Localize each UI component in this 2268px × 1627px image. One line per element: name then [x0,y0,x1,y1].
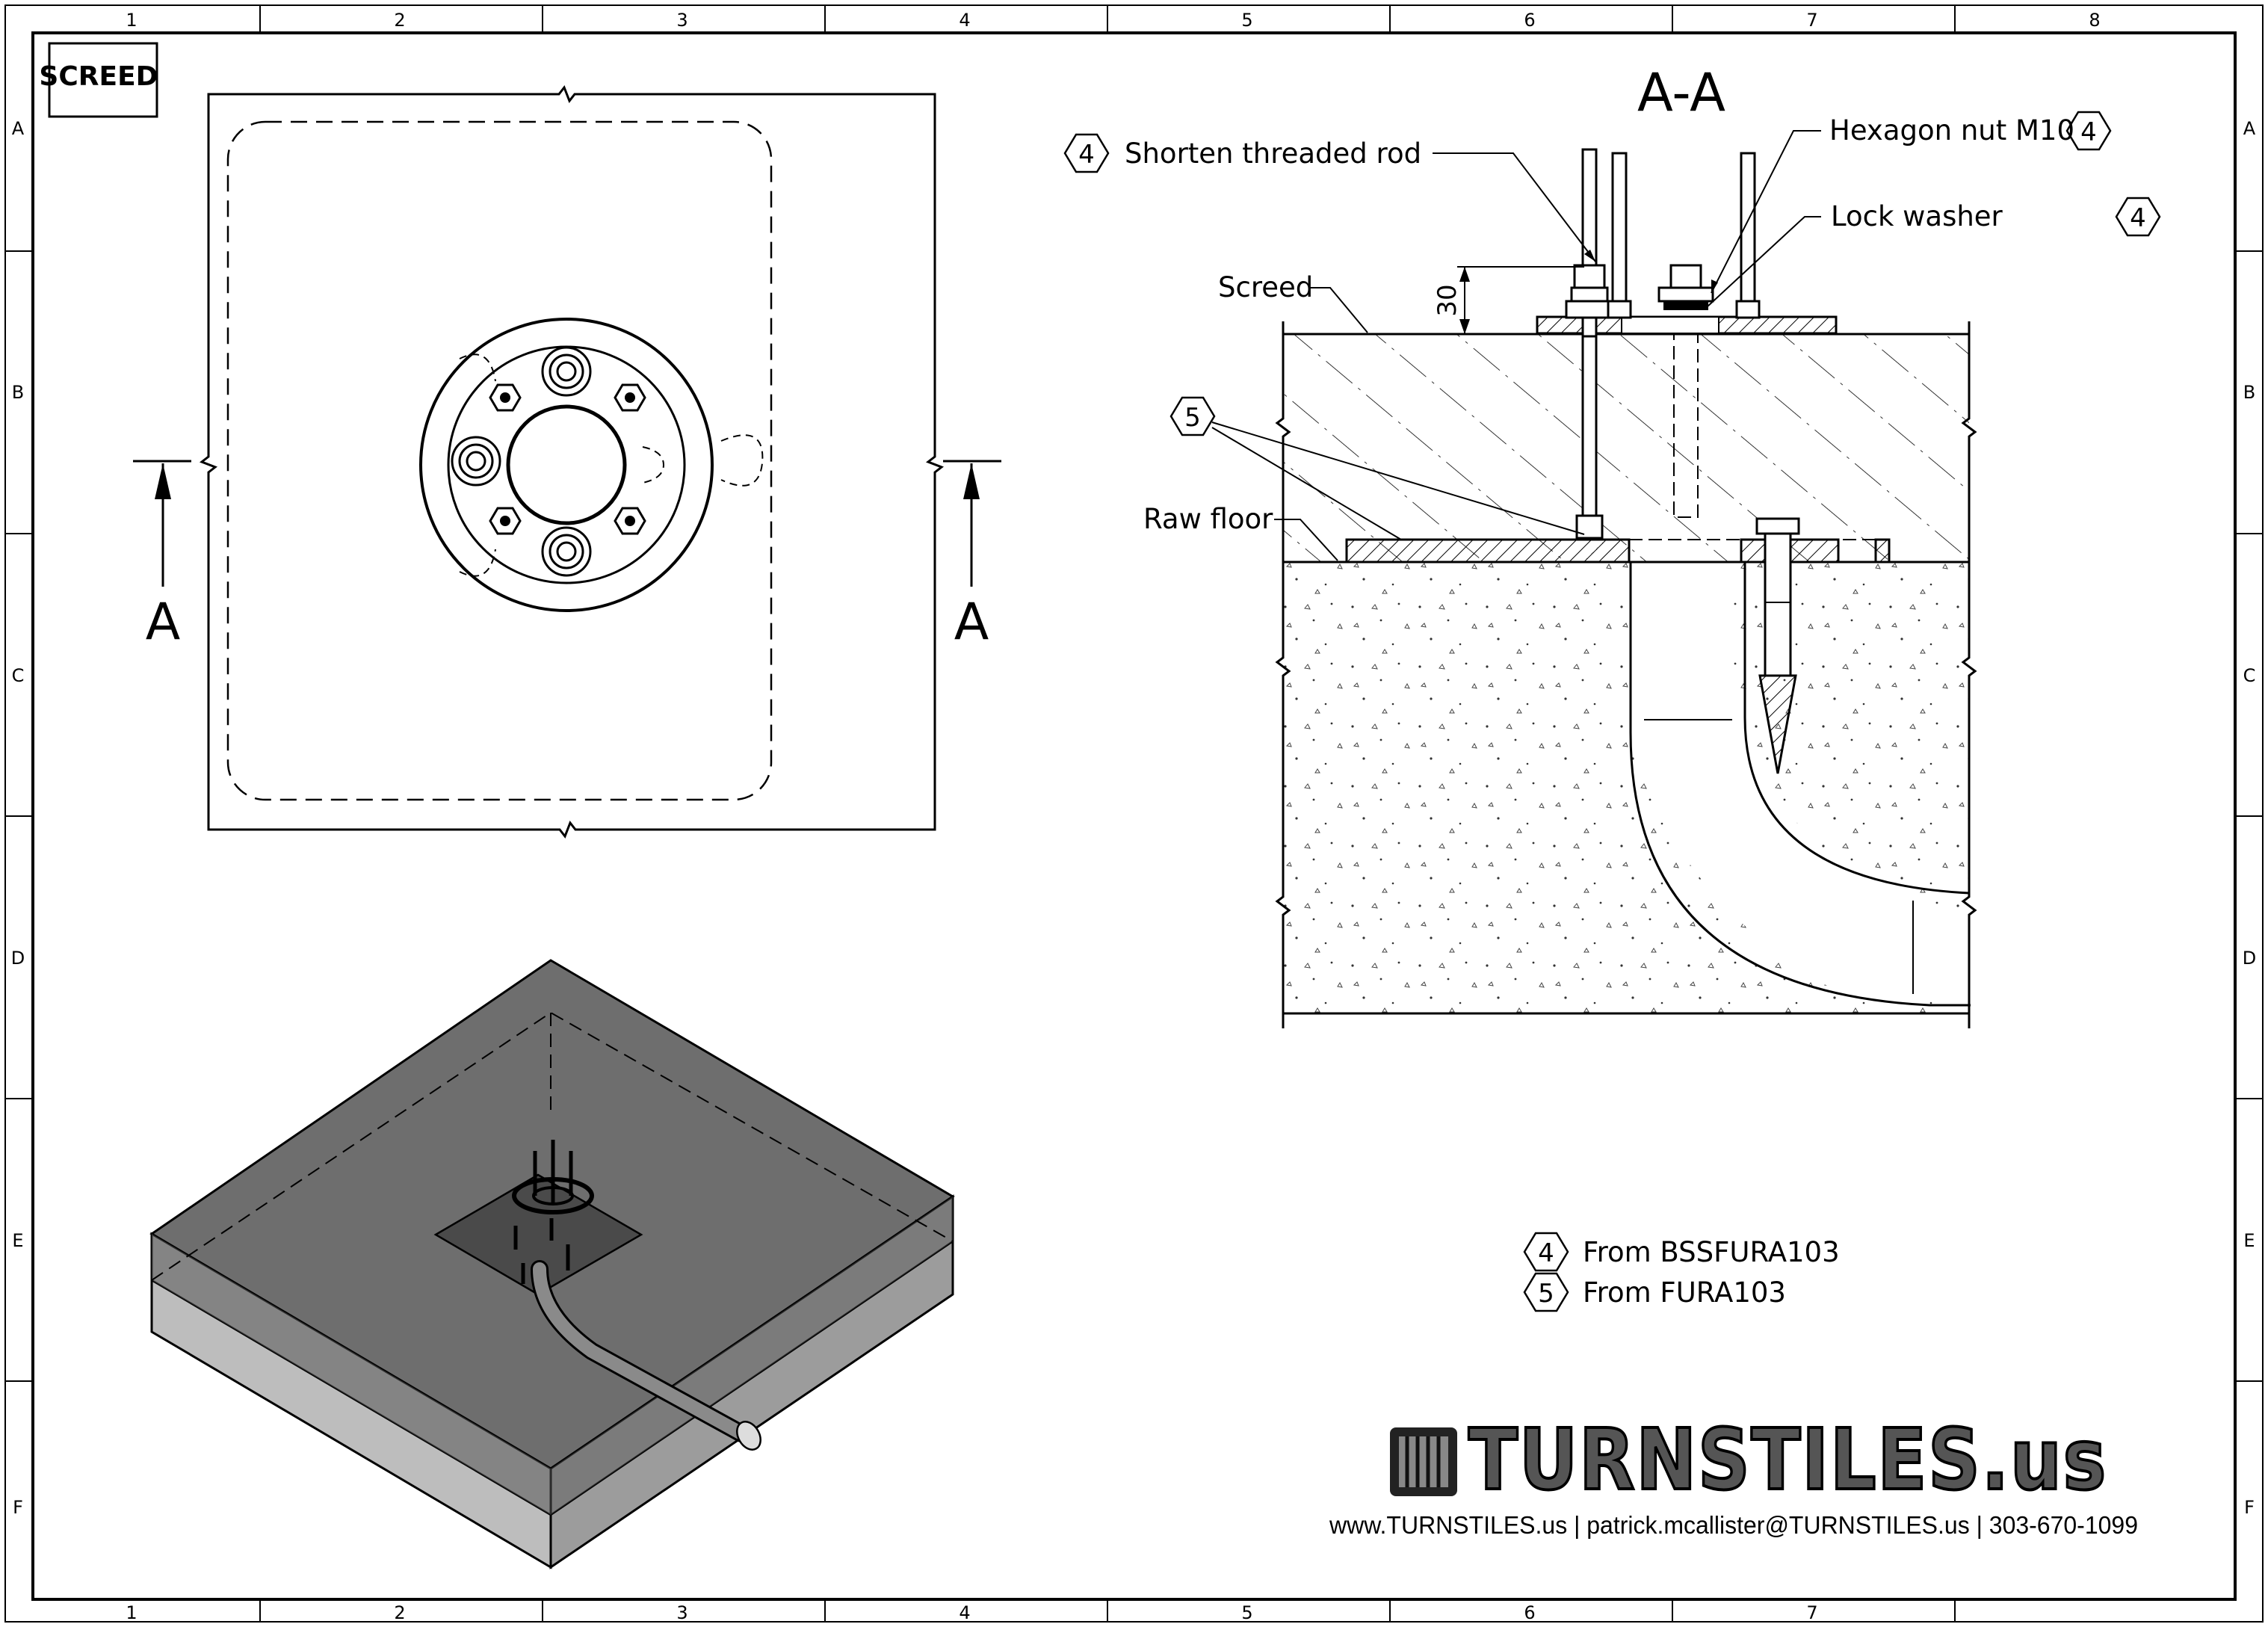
legend-num-4: 4 [1538,1238,1554,1268]
legend-text-5: From FURA103 [1583,1276,1786,1309]
callout-raw-floor: Raw floor [1143,503,1338,561]
col-label: 8 [2089,10,2100,31]
callout-raw-floor-label: Raw floor [1143,503,1273,535]
col-label: 3 [676,1602,687,1623]
row-label: B [12,382,24,403]
section-marker-left: A [146,593,181,652]
grid-labels: 1 2 3 4 5 6 7 8 1 2 3 4 5 6 7 A B C D E … [11,10,2256,1623]
row-label: F [13,1497,23,1518]
callout-lock-washer-num: 4 [2130,203,2146,233]
row-label: A [12,118,25,139]
row-label: E [12,1230,23,1251]
bolt-heads [451,346,646,577]
brand-contact: www.TURNSTILES.us | patrick.mcallister@T… [1329,1511,2138,1539]
flange-ring [419,318,764,612]
col-label: 1 [126,1602,137,1623]
legend-num-5: 5 [1538,1279,1554,1309]
callout-lock-washer: Lock washer 4 [1707,197,2161,307]
section-marker-right: A [954,593,989,652]
row-label: D [11,948,25,969]
isometric-view [149,959,955,1569]
col-label: 1 [126,10,137,31]
callout-shorten-rod-label: Shorten threaded rod [1125,138,1421,170]
row-label: D [2243,948,2256,969]
callout-shorten-rod: 4 Shorten threaded rod [1063,133,1596,262]
callout-screed-label: Screed [1218,271,1313,303]
callout-item5-num: 5 [1184,403,1201,433]
callout-shorten-rod-num: 4 [1078,140,1095,170]
plan-view: A A [133,84,1001,839]
callout-hex-nut: Hexagon nut M10 4 [1711,111,2112,294]
callout-item5: 5 [1169,396,1585,540]
row-label: B [2243,382,2255,403]
brand-name: TURNSTILES.us [1468,1412,2107,1509]
col-label: 4 [959,1602,970,1623]
col-label: 7 [1806,1602,1817,1623]
col-label: 6 [1524,1602,1535,1623]
callout-screed: Screed [1218,271,1368,333]
dimension-30: 30 [1433,266,1584,334]
callout-hex-nut-num: 4 [2080,117,2097,147]
legend-text-4: From BSSFURA103 [1583,1236,1840,1268]
grid-ticks [5,5,2263,1622]
title-box: SCREED [39,42,158,118]
col-label: 3 [676,10,687,31]
brand-block: TURNSTILES.us www.TURNSTILES.us | patric… [1329,1410,2138,1539]
section-cut-markers: A A [133,460,1001,652]
section-view: A-A [1063,62,2161,1028]
row-label: C [12,665,25,686]
col-label: 2 [394,1602,405,1623]
row-label: E [2243,1230,2255,1251]
legend: 4 From BSSFURA103 5 From FURA103 [1523,1232,1840,1312]
row-label: F [2244,1497,2255,1518]
turnstile-logo-icon [1390,1427,1457,1496]
col-label: 2 [394,10,405,31]
title-box-label: SCREED [39,61,158,92]
callout-hex-nut-label: Hexagon nut M10 [1829,114,2074,146]
col-label: 5 [1241,10,1252,31]
section-title: A-A [1637,62,1725,123]
col-label: 5 [1241,1602,1252,1623]
col-label: 4 [959,10,970,31]
col-label: 6 [1524,10,1535,31]
row-label: C [2243,665,2256,686]
row-label: A [2243,118,2256,139]
col-label: 7 [1806,10,1817,31]
callout-lock-washer-label: Lock washer [1831,200,2003,232]
dimension-30-text: 30 [1433,284,1462,316]
